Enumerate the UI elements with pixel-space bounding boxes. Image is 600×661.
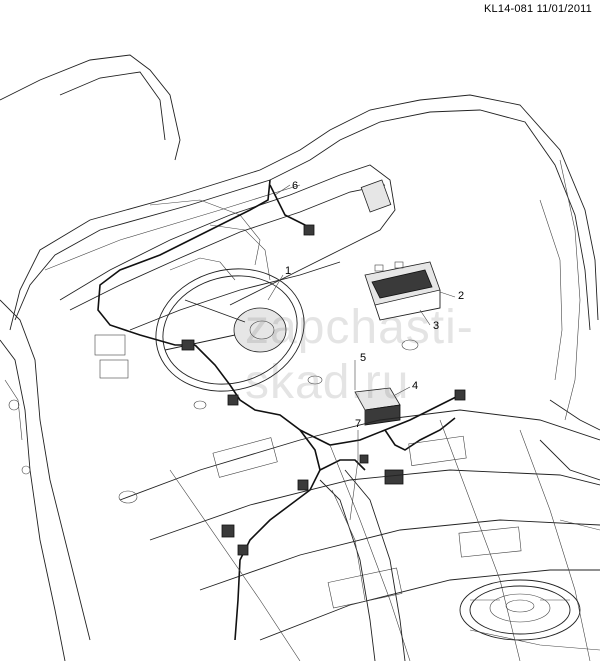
- left-a-pillar: [0, 299, 91, 661]
- sensing-diagnostic-module: [354, 387, 401, 426]
- floor-pan: [118, 339, 600, 661]
- callout-4: 4: [412, 380, 419, 392]
- spare-wheel-well: [459, 579, 581, 641]
- instrument-panel: [59, 164, 396, 379]
- watermark: zapchasti-skad.ru: [245, 301, 474, 409]
- callout-1: 1: [285, 265, 292, 277]
- wiring-harness: [97, 179, 466, 641]
- diagram-reference-code: KL14-081 11/01/2011: [484, 3, 592, 15]
- steering-wheel: [155, 268, 305, 392]
- windshield-frame: [0, 54, 599, 421]
- callout-5: 5: [360, 352, 367, 364]
- callout-7: 7: [355, 418, 362, 430]
- callout-3: 3: [433, 320, 440, 332]
- center-tunnel: [319, 469, 406, 661]
- callout-leader-lines: [267, 184, 456, 521]
- passenger-airbag-module: [364, 261, 441, 321]
- callout-2: 2: [458, 290, 465, 302]
- right-body-side: [469, 399, 600, 651]
- callout-6: 6: [292, 180, 299, 192]
